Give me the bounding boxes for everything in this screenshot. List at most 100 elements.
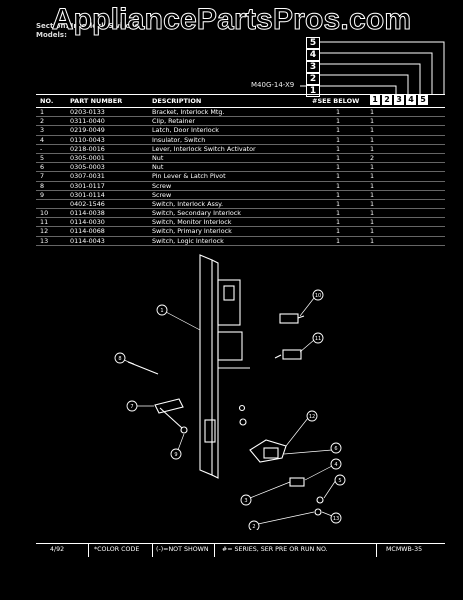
callout-bubble: 7	[126, 400, 138, 412]
callout-number: 4	[334, 462, 337, 468]
row-number: 12	[40, 227, 49, 236]
table-row: 5 0305-0001 Nut 1 2	[36, 153, 445, 164]
part-description: Screw	[152, 181, 172, 190]
callout-number: 8	[118, 356, 121, 362]
part-description: Nut	[152, 153, 164, 162]
quantity-2: 1	[370, 126, 375, 135]
part-number: 0402-1546	[70, 199, 105, 208]
row-number: 11	[40, 218, 49, 227]
part-number: 0114-0030	[70, 218, 105, 227]
callout-number: 7	[130, 404, 133, 410]
callout-bubble: 6	[330, 442, 342, 454]
callout-bubble: 2	[248, 520, 260, 530]
quantity-1: 1	[336, 108, 341, 116]
quantity-1: 1	[336, 181, 341, 190]
footer-not-shown: (-)=NOT SHOWN	[156, 546, 209, 553]
quantity-2: 1	[370, 227, 375, 236]
column-box-3: 3	[394, 95, 404, 105]
header-description: DESCRIPTION	[152, 97, 202, 105]
callout-bubble: 12	[306, 410, 318, 422]
row-number: 2	[40, 117, 45, 126]
table-row: 12 0114-0068 Switch, Primary Interlock 1 1	[36, 227, 445, 237]
quantity-1: 1	[336, 144, 341, 153]
quantity-1: 1	[336, 153, 341, 162]
row-number: -	[40, 144, 43, 153]
watermark: AppliancePartsPros.com	[51, 3, 412, 37]
row-number: 3	[40, 126, 45, 135]
part-number: 0305-0001	[70, 153, 105, 162]
part-description: Switch, Interlock Assy.	[152, 199, 224, 208]
part-description: Switch, Primary Interlock	[152, 227, 232, 236]
quantity-1: 1	[336, 126, 341, 135]
quantity-2: 1	[370, 163, 375, 172]
callout-number: 10	[315, 293, 321, 299]
callout-bubble: 9	[170, 448, 182, 460]
footer-date: 4/92	[50, 546, 65, 553]
part-number: 0219-0049	[70, 126, 105, 135]
callout-number: 13	[333, 516, 339, 522]
column-box-1: 1	[370, 95, 380, 105]
callout-bubble: 13	[330, 512, 342, 524]
models-label: Models:	[36, 31, 67, 39]
row-number: 8	[40, 181, 45, 190]
part-number: 0311-0040	[70, 117, 105, 126]
row-number: 10	[40, 209, 49, 218]
table-row: 0402-1546 Switch, Interlock Assy. 1 1	[36, 199, 445, 210]
part-number: 0114-0068	[70, 227, 105, 236]
part-description: Latch, Door Interlock	[152, 126, 219, 135]
row-number: 4	[40, 135, 45, 144]
part-description: Lever, Interlock Switch Activator	[152, 144, 256, 153]
quantity-2: 1	[370, 199, 375, 208]
part-number: 0218-0016	[70, 144, 105, 153]
row-number: 5	[40, 153, 45, 162]
quantity-2: 1	[370, 135, 375, 144]
footer-color-code: *COLOR CODE	[94, 546, 140, 553]
quantity-1: 1	[336, 163, 341, 172]
callout-number: 5	[338, 478, 341, 484]
part-description: Nut	[152, 163, 164, 172]
quantity-1: 1	[336, 199, 341, 208]
model-number-2: 2	[306, 73, 320, 85]
quantity-1: 1	[336, 117, 341, 126]
part-number: 0114-0043	[70, 236, 105, 245]
part-description: Switch, Logic Interlock	[152, 236, 224, 245]
callout-number: 3	[244, 498, 247, 504]
quantity-1: 1	[336, 227, 341, 236]
row-number: 9	[40, 190, 45, 199]
part-number: 0305-0003	[70, 163, 105, 172]
callout-number: 12	[309, 414, 315, 420]
quantity-2: 1	[370, 236, 375, 245]
quantity-2: 1	[370, 108, 375, 116]
quantity-1: 1	[336, 218, 341, 227]
callout-bubble: 8	[114, 352, 126, 364]
part-number: 0110-0043	[70, 135, 105, 144]
diagram-small-parts	[127, 361, 188, 434]
column-box-4: 4	[406, 95, 416, 105]
part-number: 0301-0117	[70, 181, 105, 190]
model-code: M40G-14-X9	[251, 81, 295, 89]
section-label: Section: Interlock Switches	[36, 22, 144, 30]
model-number-3: 3	[306, 61, 320, 73]
diagram-switches	[249, 313, 324, 516]
header-see-below: #SEE BELOW	[312, 97, 360, 105]
part-description: Switch, Monitor Interlock	[152, 218, 232, 227]
callout-bubble: 11	[312, 332, 324, 344]
row-number: 1	[40, 108, 45, 116]
table-row: 3 0219-0049 Latch, Door Interlock 1 1	[36, 126, 445, 136]
part-number: 0203-0133	[70, 108, 105, 116]
quantity-2: 2	[370, 153, 375, 162]
part-description: Insulator, Switch	[152, 135, 206, 144]
model-number-column: 5 4 3 2 1	[306, 37, 320, 97]
quantity-1: 1	[336, 135, 341, 144]
model-number-5: 5	[306, 37, 320, 49]
part-description: Clip, Retainer	[152, 117, 196, 126]
